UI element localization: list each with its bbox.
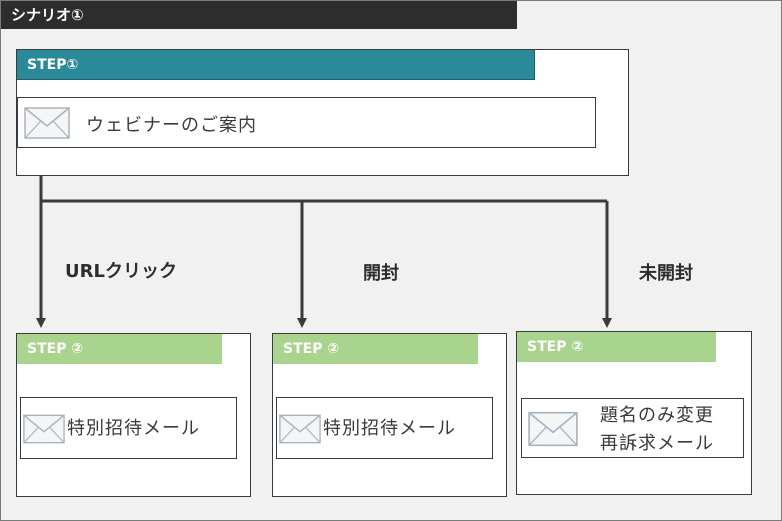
step2-mail-title: 特別招待メール: [323, 418, 456, 439]
step1-label: STEP①: [17, 50, 535, 80]
step2-mail-title-line1: 題名のみ変更: [600, 405, 714, 426]
step2-mail-card: 特別招待メール: [276, 397, 493, 459]
step2-label: STEP ②: [517, 332, 716, 362]
step2-mail-title: 特別招待メール: [67, 418, 200, 439]
envelope-icon: [279, 414, 321, 444]
step2-mail-card: 題名のみ変更 再訴求メール: [521, 398, 744, 458]
envelope-icon: [528, 411, 578, 447]
step2-label: STEP ②: [273, 334, 478, 364]
step2-label: STEP ②: [17, 334, 222, 364]
branch-label-opened: 開封: [363, 263, 399, 284]
step1-mail-title: ウェビナーのご案内: [86, 115, 257, 136]
step2-box-opened: STEP ② 特別招待メール: [272, 333, 507, 497]
step1-mail-card: ウェビナーのご案内: [17, 97, 596, 148]
branch-label-unopened: 未開封: [639, 263, 693, 284]
branch-label-url-click: URLクリック: [65, 261, 177, 282]
scenario-title: シナリオ①: [1, 1, 517, 29]
step2-mail-title-line2: 再訴求メール: [600, 433, 714, 454]
envelope-icon: [24, 107, 70, 139]
envelope-icon: [23, 414, 65, 444]
step1-box: STEP① ウェビナーのご案内: [16, 49, 629, 176]
step2-box-unopened: STEP ② 題名のみ変更 再訴求メール: [516, 331, 752, 495]
step2-box-url-click: STEP ② 特別招待メール: [16, 333, 251, 497]
step2-mail-card: 特別招待メール: [20, 397, 237, 459]
